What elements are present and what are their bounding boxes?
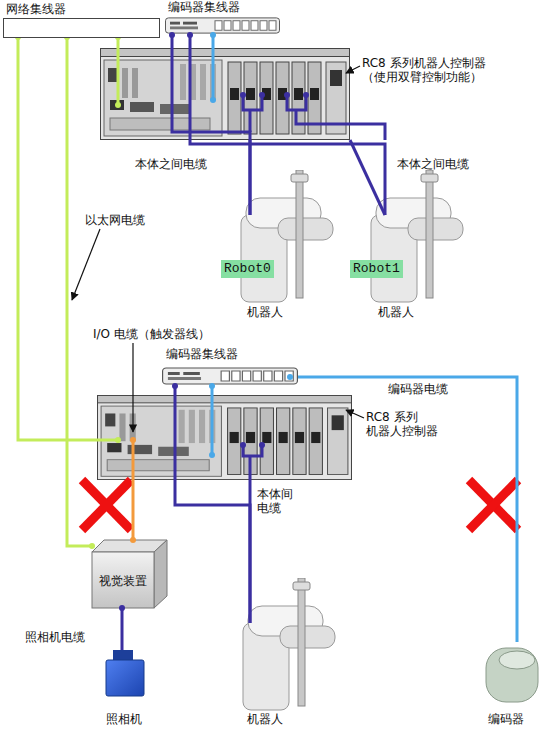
robot-cable — [249, 140, 252, 215]
cable-label: 本体之间电缆 — [397, 157, 469, 171]
node-label: 编码器 — [488, 712, 524, 726]
cable-label: 本体之间电缆 — [135, 157, 207, 171]
controller-device — [98, 395, 352, 479]
leader-lines — [72, 66, 364, 432]
ethernet-cable — [67, 38, 92, 546]
robot-cable — [172, 35, 250, 215]
internal-wiring — [97, 48, 385, 480]
vision-device: 视觉装置 — [92, 540, 167, 608]
robot-illustration — [371, 170, 463, 302]
cable-label: I/O 电缆（触发器线） — [93, 327, 210, 341]
encoder-hub: 编码器集线器 — [165, 16, 280, 35]
robot-illustration — [243, 578, 335, 710]
port-dots — [15, 32, 309, 611]
robot-controller: RC8 系列 机器人控制器 — [97, 395, 352, 480]
node-label: 机器人 — [378, 305, 414, 319]
encoder-illustration — [486, 648, 538, 702]
camera: 照相机 — [100, 650, 150, 728]
cable-label: 以太网电缆 — [85, 213, 145, 227]
cable-label: 照相机电缆 — [25, 630, 85, 644]
robot-illustration — [241, 170, 333, 302]
node-label: 机器人 — [247, 712, 283, 726]
encoder-cable — [298, 377, 517, 642]
node-label: RC8 系列机器人控制器 （使用双臂控制功能） — [362, 56, 502, 84]
node-label: RC8 系列 机器人控制器 — [366, 410, 446, 438]
cable-label: 本体间 电缆 — [257, 487, 297, 515]
node-label: 机器人 — [247, 305, 283, 319]
robot: Robot0 机器人 — [218, 215, 338, 320]
encoder: 编码器 — [484, 642, 540, 728]
cross-mark — [82, 480, 518, 530]
robot-controller: RC8 系列机器人控制器 （使用双臂控制功能） — [100, 48, 350, 140]
node-label: 视觉装置 — [92, 574, 154, 588]
camera-cable — [121, 608, 124, 650]
robot: Robot1 机器人 — [348, 215, 468, 320]
hub-device — [163, 368, 298, 384]
node-label: 网络集线器 — [6, 2, 66, 16]
node-label: 编码器集线器 — [168, 0, 240, 14]
ethernet-cable — [18, 38, 97, 440]
robot-cable — [190, 35, 385, 215]
cable-label: 编码器电缆 — [388, 382, 448, 396]
camera-illustration — [106, 650, 144, 696]
encoder-hub: 编码器集线器 — [162, 366, 298, 386]
vision-box — [92, 540, 167, 608]
robot-badge: Robot0 — [221, 260, 274, 278]
io-cable — [132, 480, 135, 540]
encoder-cable — [211, 386, 214, 395]
robot-cable — [249, 480, 252, 623]
robot: 机器人 — [238, 623, 348, 728]
encoder-cable — [212, 35, 215, 48]
controller-device — [101, 49, 350, 140]
ethernet-cable — [117, 38, 120, 48]
node-label: 照相机 — [106, 712, 142, 726]
hub-device — [166, 18, 280, 33]
network-hub: 网络集线器 — [3, 18, 160, 38]
robot-cable — [350, 140, 385, 215]
robot-badge: Robot1 — [350, 260, 403, 278]
robot-cable — [175, 386, 250, 623]
node-label: 编码器集线器 — [166, 347, 238, 361]
